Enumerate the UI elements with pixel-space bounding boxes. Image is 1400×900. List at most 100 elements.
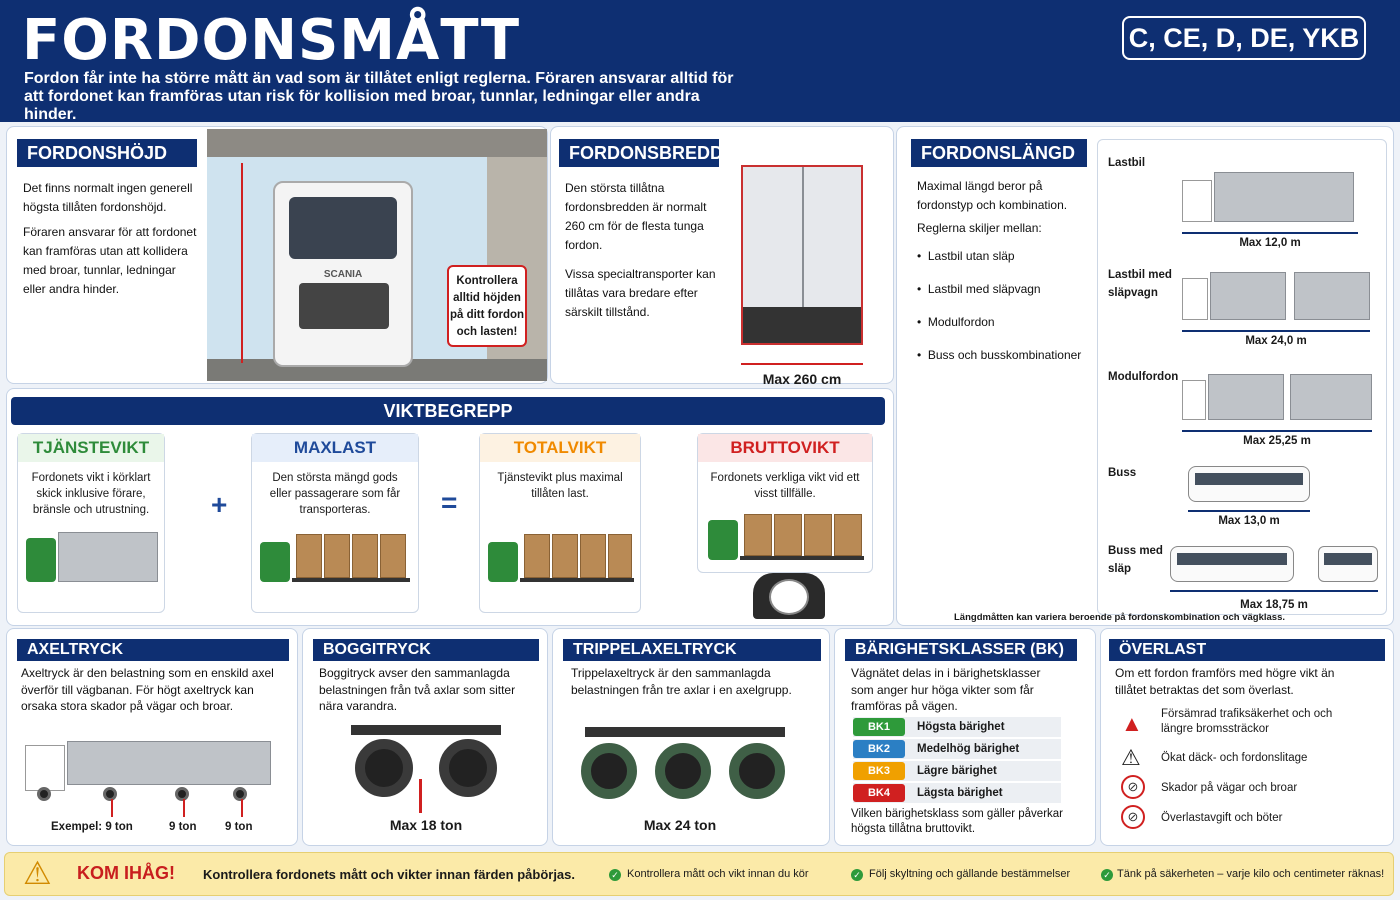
wheel bbox=[175, 787, 189, 801]
plus-sign: + bbox=[211, 489, 228, 520]
overload-item: Försämrad trafiksäkerhet och och längre … bbox=[1161, 708, 1333, 735]
bus-body bbox=[1188, 466, 1310, 502]
truck-box bbox=[1214, 172, 1354, 222]
axle-example: Exempel: 9 ton bbox=[51, 821, 133, 833]
weight-card-title: TOTALVIKT bbox=[480, 434, 640, 462]
truck-cab bbox=[1182, 380, 1206, 420]
cargo-box bbox=[804, 514, 832, 556]
overload-panel: ÖVERLAST Om ett fordon framförs med högr… bbox=[1100, 628, 1394, 846]
weight-card-text: Fordonets vikt i körklart skick inklusiv… bbox=[31, 472, 151, 516]
overload-item: Skador på vägar och broar bbox=[1161, 782, 1298, 794]
overload-text: Om ett fordon framförs med högre vikt än… bbox=[1115, 666, 1335, 697]
load-arrow bbox=[111, 799, 113, 817]
truck-front: SCANIA bbox=[273, 181, 413, 367]
bk-desc: Lägre bärighet bbox=[917, 765, 997, 777]
truck-cab bbox=[26, 538, 56, 582]
length-arrow bbox=[1182, 232, 1358, 234]
height-text-2: Föraren ansvarar för att fordonet kan fr… bbox=[23, 225, 197, 296]
length-text-2: Reglerna skiljer mellan: bbox=[917, 221, 1042, 235]
height-callout: Kontrollera alltid höjden på ditt fordon… bbox=[447, 265, 527, 347]
bk-row: BK1 Högsta bärighet bbox=[853, 717, 1061, 737]
license-badge: C, CE, D, DE, YKB bbox=[1122, 16, 1366, 60]
triple-wheel bbox=[655, 743, 711, 799]
windshield bbox=[289, 197, 397, 259]
bk-desc: Medelhög bärighet bbox=[917, 743, 1020, 755]
length-arrow bbox=[1188, 510, 1310, 512]
grille bbox=[299, 283, 389, 329]
page-title: FORDONSMÅTT bbox=[22, 8, 521, 73]
triple-max: Max 24 ton bbox=[643, 817, 717, 833]
axle-frame bbox=[351, 725, 501, 735]
width-panel: FORDONSBREDD Den största tillåtna fordon… bbox=[550, 126, 894, 387]
bk-row: BK3 Lägre bärighet bbox=[853, 761, 1061, 781]
bk-chip: BK3 bbox=[853, 762, 905, 780]
rear-door-seam bbox=[802, 167, 804, 343]
length-bullets: • Lastbil utan släp • Lastbil med släpva… bbox=[917, 247, 1097, 379]
height-panel: FORDONSHÖJD Det finns normalt ingen gene… bbox=[6, 126, 548, 384]
axle-frame bbox=[585, 727, 785, 737]
bogie-max: Max 18 ton bbox=[389, 817, 463, 833]
vehicle-max: Max 24,0 m bbox=[1245, 335, 1307, 347]
bk-chip: BK1 bbox=[853, 718, 905, 736]
width-max: Max 260 cm bbox=[762, 371, 842, 387]
bk-chip: BK2 bbox=[853, 740, 905, 758]
cargo-box bbox=[774, 514, 802, 556]
bogie-panel: BOGGITRYCK Boggitryck avser den sammanla… bbox=[302, 628, 548, 846]
bk-desc: Lägsta bärighet bbox=[917, 787, 1003, 799]
cargo-box bbox=[744, 514, 772, 556]
load-arrow bbox=[241, 799, 243, 817]
reminder-text: Kontrollera fordonets mått och vikter in… bbox=[203, 867, 576, 882]
triple-wheel bbox=[581, 743, 637, 799]
axle-text: Axeltryck är den belastning som en enski… bbox=[21, 666, 274, 713]
reminder-title: KOM IHÅG! bbox=[77, 863, 175, 883]
axle-example: 9 ton bbox=[169, 821, 197, 833]
truck-cab bbox=[260, 542, 290, 582]
vehicle-max: Max 25,25 m bbox=[1243, 435, 1311, 447]
cargo-box bbox=[380, 534, 406, 578]
wheel bbox=[103, 787, 117, 801]
rear-bumper bbox=[743, 307, 861, 343]
cargo-box bbox=[552, 534, 578, 578]
truck-flatbed bbox=[520, 578, 634, 582]
weight-card-title: TJÄNSTEVIKT bbox=[18, 434, 164, 462]
cargo-box bbox=[580, 534, 606, 578]
length-vehicles: Lastbil Max 12,0 m Lastbil med släpvagn … bbox=[1097, 139, 1387, 615]
vehicle-name: Lastbil med släpvagn bbox=[1108, 269, 1172, 299]
warning-icon: ▲ bbox=[1121, 711, 1143, 736]
bus-windows bbox=[1177, 553, 1287, 565]
length-arrow bbox=[1170, 590, 1378, 592]
bogie-wheel bbox=[355, 739, 413, 797]
scale-icon bbox=[753, 573, 825, 619]
height-arrow bbox=[241, 163, 243, 363]
load-arrow bbox=[183, 799, 185, 817]
page-header: FORDONSMÅTT Fordon får inte ha större må… bbox=[0, 0, 1400, 123]
triple-text: Trippelaxeltryck är den sammanlagda bela… bbox=[571, 666, 792, 697]
truck-brand: SCANIA bbox=[323, 269, 363, 280]
bogie-wheel bbox=[439, 739, 497, 797]
trailer-box bbox=[1294, 272, 1370, 320]
warning-icon: ⚠ bbox=[1121, 745, 1141, 770]
wheel bbox=[233, 787, 247, 801]
axle-example: 9 ton bbox=[225, 821, 253, 833]
bk-label: BÄRIGHETSKLASSER (BK) bbox=[845, 639, 1077, 661]
bus-windows bbox=[1195, 473, 1303, 485]
load-arrow bbox=[419, 779, 422, 813]
weight-card-bruttovikt: BRUTTOVIKT Fordonets verkliga vikt vid e… bbox=[697, 433, 873, 573]
length-arrow bbox=[1182, 330, 1370, 332]
reminder-check: Kontrollera mått och vikt innan du kör bbox=[627, 868, 809, 880]
vehicle-name: Buss med släp bbox=[1108, 545, 1163, 575]
weight-card-tjanstevikt: TJÄNSTEVIKT Fordonets vikt i körklart sk… bbox=[17, 433, 165, 613]
bullet-item: • Lastbil med släpvagn bbox=[917, 282, 1041, 296]
truck-box bbox=[67, 741, 271, 785]
bridge-illustration: SCANIA bbox=[207, 129, 547, 381]
bullet-item: • Modulfordon bbox=[917, 315, 995, 329]
page-subtitle: Fordon får inte ha större mått än vad so… bbox=[24, 70, 734, 123]
vehicle-max: Max 18,75 m bbox=[1240, 599, 1308, 611]
reminder-bar: ⚠ KOM IHÅG! Kontrollera fordonets mått o… bbox=[4, 852, 1394, 896]
equals-sign: = bbox=[441, 487, 458, 518]
triple-panel: TRIPPELAXELTRYCK Trippelaxeltryck är den… bbox=[552, 628, 830, 846]
wheel bbox=[37, 787, 51, 801]
height-label: FORDONSHÖJD bbox=[17, 139, 197, 167]
weight-card-title: MAXLAST bbox=[252, 434, 418, 462]
length-text-1: Maximal längd beror på fordonstyp och ko… bbox=[917, 179, 1068, 212]
